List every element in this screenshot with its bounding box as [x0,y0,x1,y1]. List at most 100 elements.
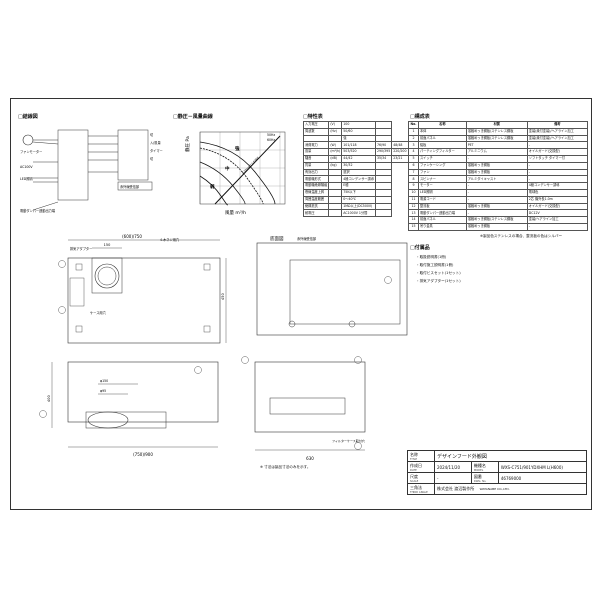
top-width-dim: (600)/750 [122,234,142,239]
curve-legend-60hz: 60Hz [267,138,275,142]
parts-cell: 整流板 [418,202,467,211]
spec-cell: 35/34 [374,154,393,163]
spec-cell: 強 [341,134,376,143]
parts-cell: パーティングフィルター [418,148,467,156]
curve-label-mid: 中 [225,165,230,172]
footnote: ※ 寸法は製品寸法のみを示す。 [260,465,311,469]
curve-label-weak: 弱 [210,183,215,190]
parts-cell: 8 [408,175,419,184]
parts-cell: 溶融めっき鋼板/ステンレス鋼板 [465,216,528,224]
parts-cell: PET [465,141,528,150]
parts-cell: - [526,161,589,170]
wiring-label-led: LED照明 [20,177,33,181]
parts-cell: 塗装/ヘアライン加工 [526,216,589,224]
parts-cell: アルミニウム [465,148,528,156]
top-hole-label: 4-木ネジ用穴 [160,237,180,242]
parts-cell: 電源コード [418,195,467,204]
accessories-list: ・取扱説明書(1冊) ・取付施工説明書(1冊) ・取付ビスセット(1セット) ・… [416,253,461,285]
spec-cell [374,209,393,218]
side-view-drawing: 630 フィルターケース取付穴 [241,356,366,461]
parts-cell: 溶融めっき鋼板 [465,202,528,211]
spec-cell: 50/60 [341,127,376,136]
parts-cell: 電動ダンパー連動出力端 [418,209,467,218]
spec-cell [302,134,330,143]
company-name: 株式会社 渡辺製作所 WATANABE CO.,LTD. [434,483,587,495]
parts-cell: 塗装(焼付塗装)/ヘアライン加工 [526,134,589,143]
spec-cell: (V) [328,121,343,129]
parts-cell: LED照明 [418,188,467,197]
spec-cell: 質量 [302,161,330,170]
parts-cell: 6 [408,161,419,170]
front-height-dim: 400 [47,395,51,402]
parts-cell: - [526,222,589,231]
curve-legend-50hz: 50Hz [267,133,275,137]
wiring-label-damper: 電動ダンパー連動出力端 [20,208,56,213]
spec-cell [374,188,393,197]
wiring-box-off2: 切 [150,156,153,161]
spec-cell: 電動機形式 [302,175,330,184]
parts-cell: 溶融めっき鋼板 [465,222,528,231]
parts-cell: 溶融めっき鋼板/ステンレス鋼板 [465,127,528,136]
spec-cell: 入力電圧 [302,121,330,129]
bottom-view-title: 底面図 [270,237,284,242]
side-width-dim: 630 [306,456,314,461]
spec-cell [374,175,393,184]
accessory-item: ・排気アダプター(1セット) [416,279,461,283]
spec-cell: (Hz) [328,127,343,136]
parts-cell: ファン [418,168,467,177]
spec-cell: 選択 [341,168,376,177]
front-d2-dim: φ95 [100,389,106,393]
parts-cell: ソフトタッチ タイマー付 [526,154,589,163]
spec-row: 入力電圧(V)100 [302,121,409,129]
spec-cell: 風量 [302,148,330,156]
parts-cell: - [465,188,528,197]
spec-cell: E種 [341,182,376,190]
spec-cell [328,188,343,197]
parts-cell: 7 [408,168,419,177]
parts-cell: - [465,209,528,218]
parts-cell: - [526,168,589,177]
drawing-sheet [10,98,592,510]
spec-cell [328,209,343,218]
spec-cell [328,202,343,211]
bottom-ir-tag: 赤外線受信部 [297,236,317,241]
spec-cell: 消費電力 [302,141,330,150]
parts-cell: 吊り金具 [418,222,467,231]
parts-cell: 電球色 [526,188,589,197]
front-d1-dim: φ150 [100,379,108,383]
accessory-item: ・取扱説明書(1冊) [416,255,447,259]
parts-cell: 2芯 機外長1.0m [526,195,589,204]
parts-cell: ファンケーシング [418,161,467,170]
spec-cell: 絶縁抵抗 [302,202,330,211]
spec-cell [328,168,343,177]
wiring-section-title: □結線図 [18,114,38,120]
parts-cell: 14 [408,216,419,224]
parts-cell: オイルガード(交換型) [526,202,589,211]
spec-cell: 101/118 [341,141,376,150]
top-adapter-label: 排気アダプター [70,246,92,251]
spec-cell [374,121,393,129]
spec-cell [328,195,343,204]
curve-ylabel: 静圧 Pa [184,136,191,152]
wiring-box-on: 入/風量 [150,140,161,145]
spec-cell: 周波数 [302,127,330,136]
spec-cell: 0～40℃ [341,195,376,204]
accessories-title: □付属品 [410,245,430,251]
parts-cell: アルミダイキャスト [465,175,528,184]
parts-cell: 銘板 [418,141,467,150]
